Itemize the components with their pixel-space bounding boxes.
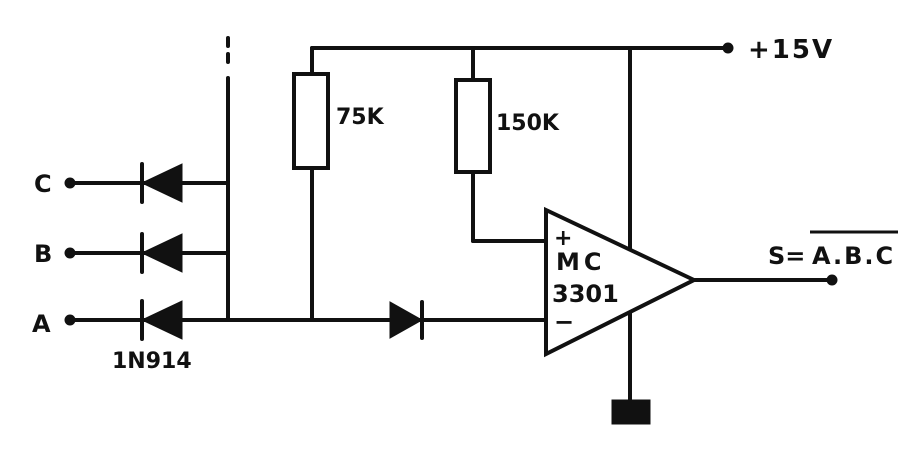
output-expression-label: A.B.C <box>812 242 895 270</box>
supply-label: +15V <box>748 35 834 65</box>
input-c-label: C <box>34 170 52 198</box>
opamp-power <box>611 46 651 425</box>
opamp: + − MC 3301 <box>544 206 699 358</box>
diode-part-label: 1N914 <box>112 349 192 374</box>
diode-icon <box>389 301 424 339</box>
ground-icon <box>611 399 651 425</box>
input-b-label: B <box>34 240 52 268</box>
opamp-plus-label: + <box>554 226 572 251</box>
opamp-name-label: MC <box>556 248 606 276</box>
resistor-75k: 75K <box>292 46 385 322</box>
diode-icon <box>140 233 183 273</box>
resistor-75k-label: 75K <box>336 105 385 130</box>
input-a: A 1N914 <box>32 299 550 374</box>
input-b: B <box>34 232 230 274</box>
diode-icon <box>140 163 183 203</box>
output: S= A.B.C <box>692 230 898 286</box>
diode-icon <box>140 300 183 340</box>
output-prefix-label: S= <box>768 242 805 270</box>
opamp-model-label: 3301 <box>552 280 619 308</box>
input-c: C <box>34 162 230 204</box>
resistor-150k: 150K <box>454 46 560 243</box>
series-diode <box>389 300 424 340</box>
opamp-minus-label: − <box>554 308 574 336</box>
resistor-150k-label: 150K <box>496 111 560 136</box>
supply-rail: +15V <box>310 35 834 65</box>
input-a-label: A <box>32 310 51 338</box>
